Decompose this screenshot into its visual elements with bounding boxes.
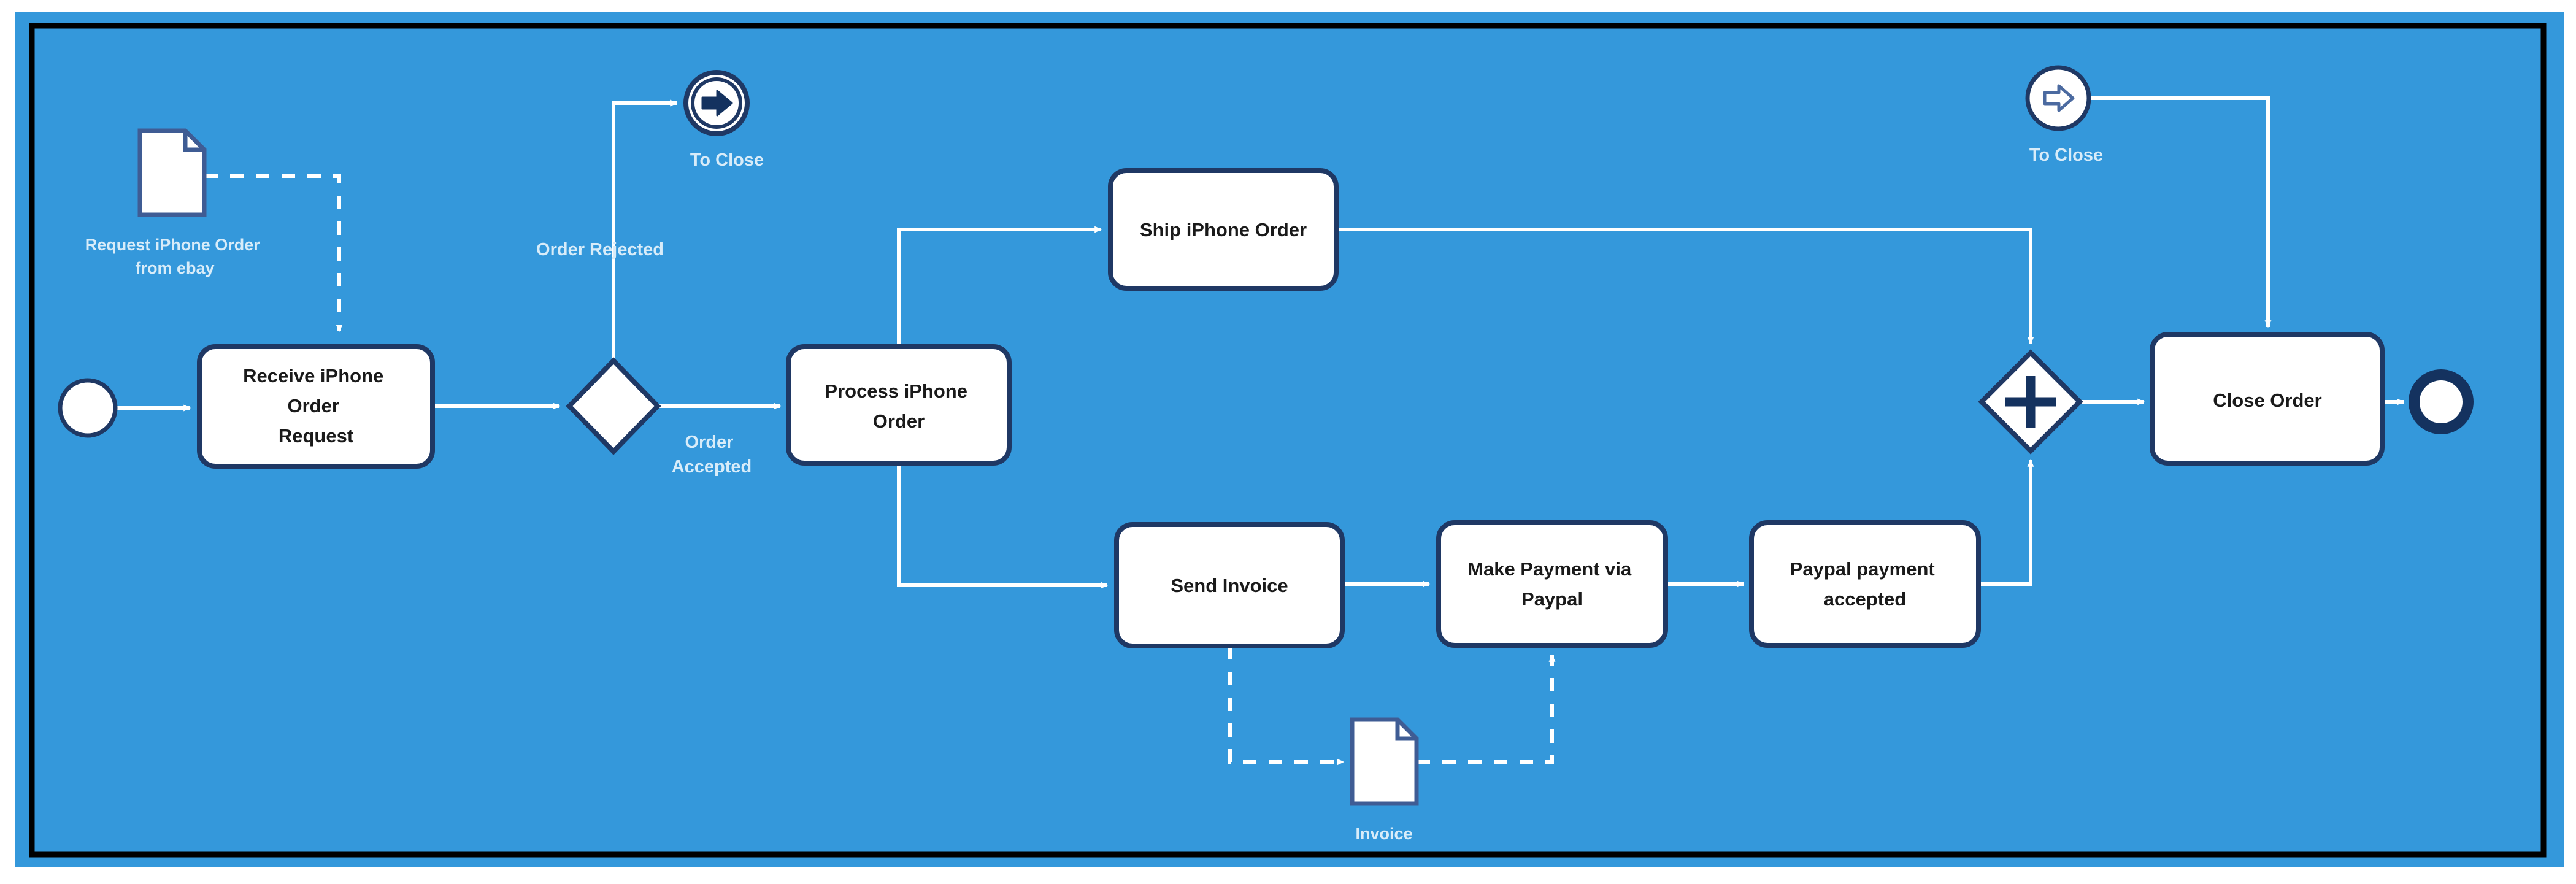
flow-process-to-send-invoice: [897, 463, 1109, 589]
task-process-iphone-order[interactable]: Process iPhone Order: [786, 344, 1012, 466]
flow-link-catch-to-close: [2089, 96, 2272, 328]
end-event[interactable]: [2409, 369, 2474, 434]
pool-border: [29, 23, 2547, 858]
parallel-gateway[interactable]: [1978, 349, 2083, 455]
document-icon: [137, 128, 207, 217]
gateway-diamond: [566, 357, 661, 455]
start-event[interactable]: [58, 378, 118, 438]
flow-process-to-ship: [897, 226, 1102, 347]
data-object-label: Invoice: [1355, 824, 1412, 843]
data-object-label: Request iPhone Order from ebay: [85, 236, 265, 277]
sequence-flow-layer: [115, 96, 2405, 589]
flow-ship-to-gateway: [1336, 228, 2034, 345]
task-box: [197, 344, 435, 469]
task-label: Close Order: [2213, 390, 2321, 411]
document-fold-icon: [1395, 720, 1417, 741]
link-throw-event-label: To Close: [690, 150, 764, 170]
flow-gateway-to-link-throw: [612, 99, 678, 361]
task-ship-iphone-order[interactable]: Ship iPhone Order: [1108, 168, 1339, 291]
flow-accepted-to-gateway: [1978, 459, 2034, 586]
flow-label-order-rejected: Order Rejected: [536, 240, 664, 259]
assoc-doc-to-payment: [1417, 654, 1556, 764]
link-catch-event-label: To Close: [2029, 145, 2103, 165]
task-label: Make Payment via Paypal: [1467, 558, 1637, 610]
task-box: [2150, 332, 2385, 466]
assoc-invoice-task-to-doc: [1228, 646, 1345, 766]
link-arrow-icon: [2043, 84, 2075, 112]
link-arrow-icon: [701, 90, 733, 117]
document-icon: [1350, 717, 1419, 806]
task-label: Receive iPhone Order Request: [243, 365, 389, 447]
data-object-invoice[interactable]: Invoice: [1350, 717, 1419, 843]
task-box: [1114, 522, 1345, 648]
start-event-circle: [58, 378, 118, 438]
task-box: [1749, 520, 1981, 648]
task-label: Process iPhone Order: [825, 380, 972, 432]
assoc-ebay-to-receive: [204, 174, 343, 332]
task-label: Send Invoice: [1171, 575, 1288, 596]
task-close-order[interactable]: Close Order: [2150, 332, 2385, 466]
task-box: [786, 344, 1012, 466]
document-fold-icon: [183, 131, 204, 152]
plus-icon: [2005, 376, 2056, 428]
association-layer: [204, 174, 1556, 766]
task-paypal-payment-accepted[interactable]: Paypal payment accepted: [1749, 520, 1981, 648]
exclusive-gateway[interactable]: [566, 357, 661, 455]
task-label: Ship iPhone Order: [1140, 219, 1307, 240]
link-throw-event-to-close[interactable]: To Close: [683, 70, 764, 170]
data-object-ebay-request[interactable]: Request iPhone Order from ebay: [85, 128, 265, 277]
task-box: [1436, 520, 1668, 648]
task-box: [1108, 168, 1339, 291]
task-label: Paypal payment accepted: [1790, 558, 1940, 610]
task-make-payment-via-paypal[interactable]: Make Payment via Paypal: [1436, 520, 1668, 648]
flow-label-order-accepted: Order Accepted: [672, 432, 752, 477]
end-event-circle: [2409, 369, 2474, 434]
task-send-invoice[interactable]: Send Invoice: [1114, 522, 1345, 648]
task-receive-iphone-order-request[interactable]: Receive iPhone Order Request: [197, 344, 435, 469]
link-catch-event-to-close[interactable]: To Close: [2025, 65, 2103, 165]
